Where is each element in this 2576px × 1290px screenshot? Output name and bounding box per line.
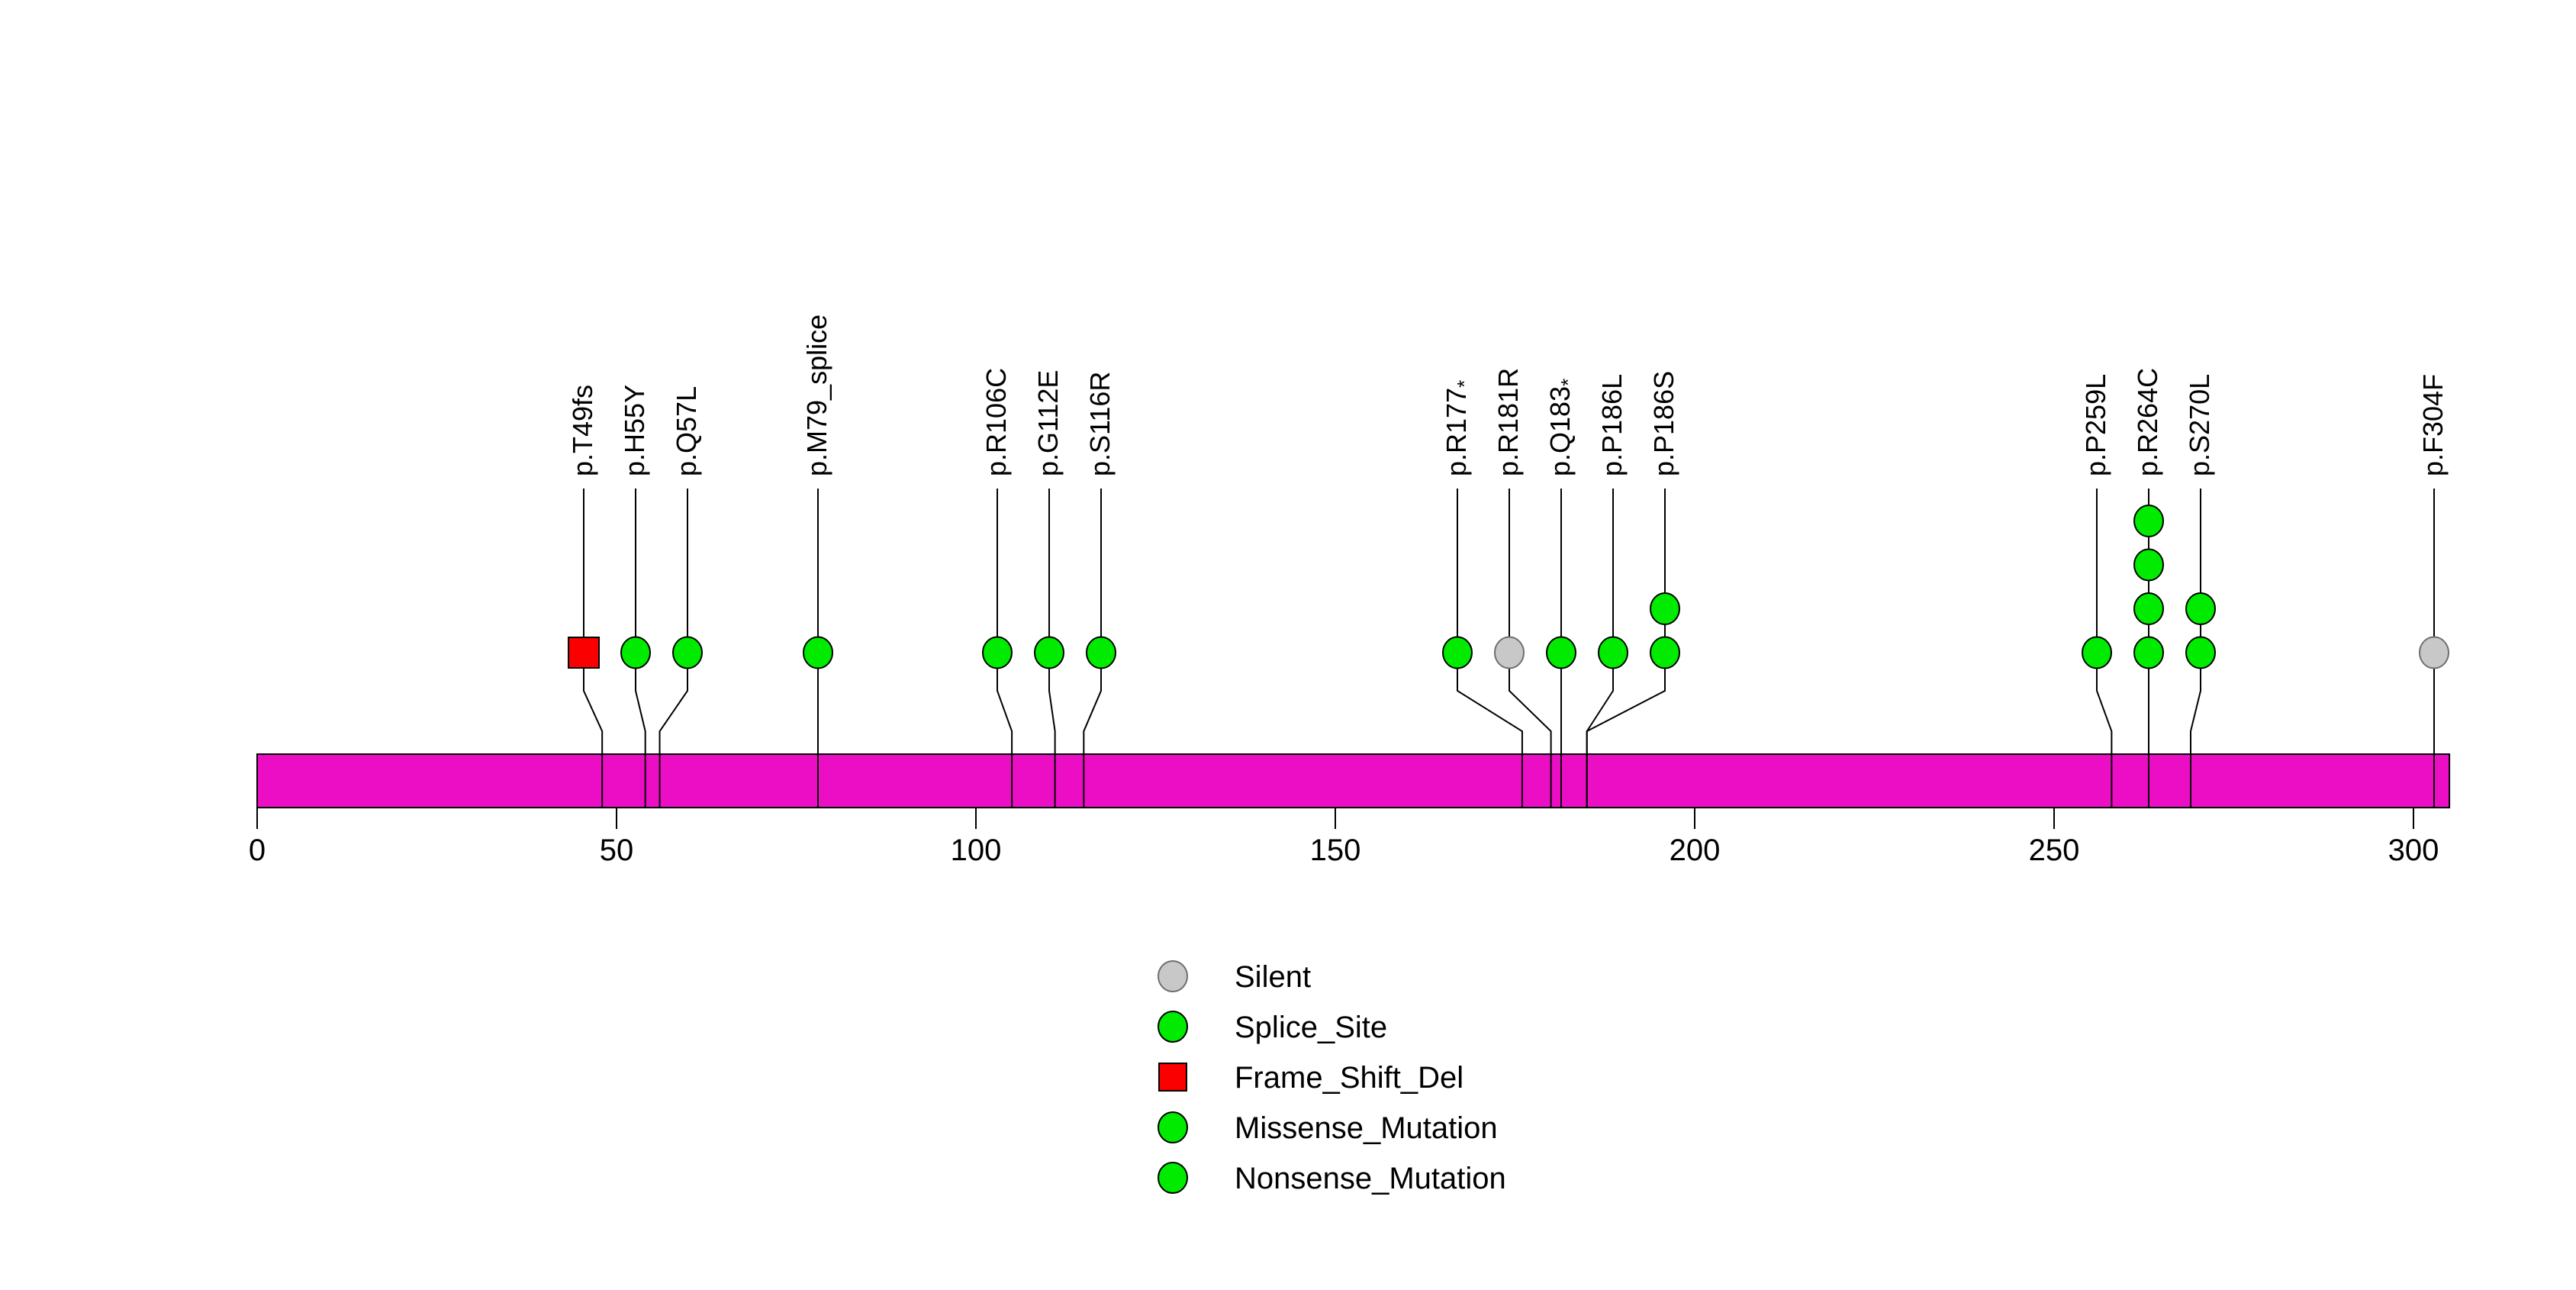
- mutation-marker: [1442, 636, 1473, 669]
- mutation-label: p.P186L: [1596, 374, 1628, 476]
- mutation-connector: [635, 668, 646, 808]
- legend-symbol: [1158, 1011, 1188, 1043]
- mutation-marker: [2133, 548, 2164, 582]
- mutation-marker: [620, 636, 651, 669]
- mutation-label-suffix: *: [1557, 379, 1579, 386]
- mutation-label: p.G112E: [1032, 370, 1064, 476]
- axis-tick-label: 0: [249, 834, 266, 867]
- mutation-label: p.P186S: [1648, 371, 1679, 476]
- mutation-connector: [658, 668, 688, 808]
- mutation-marker: [2133, 505, 2164, 537]
- mutation-marker: [1546, 636, 1576, 669]
- mutation-marker: [1598, 636, 1628, 669]
- mutation-marker: [2185, 636, 2216, 669]
- mutation-label: p.Q183*: [1544, 379, 1579, 476]
- mutation-label: p.Q57L: [671, 386, 702, 476]
- mutation-label: p.R264C: [2132, 368, 2163, 476]
- mutation-marker: [1650, 592, 1680, 625]
- mutation-label: p.R181R: [1492, 368, 1524, 476]
- mutation-marker: [2082, 636, 2112, 669]
- mutation-marker: [2419, 636, 2449, 669]
- legend-label: Frame_Shift_Del: [1235, 1061, 1463, 1095]
- axis-tick-label: 150: [1310, 834, 1361, 867]
- mutation-label: p.R106C: [980, 368, 1012, 476]
- mutation-marker: [1494, 636, 1525, 669]
- axis-tick-label: 250: [2029, 834, 2080, 867]
- mutation-label: p.R177*: [1441, 380, 1476, 476]
- mutation-connector: [997, 668, 1013, 808]
- axis-tick-label: 200: [1670, 834, 1721, 867]
- mutation-marker: [672, 636, 703, 669]
- mutation-marker: [568, 637, 600, 669]
- legend-label: Nonsense_Mutation: [1235, 1162, 1506, 1195]
- mutation-connector: [2190, 668, 2201, 808]
- legend-symbol: [1158, 1063, 1187, 1092]
- legend-symbol: [1158, 960, 1188, 992]
- mutation-marker: [2185, 592, 2216, 625]
- protein-domain-bar: [256, 753, 2451, 808]
- mutation-marker: [1086, 636, 1116, 669]
- mutation-label-suffix: *: [1453, 380, 1476, 388]
- mutation-label: p.S116R: [1084, 372, 1116, 476]
- mutation-marker: [2133, 636, 2164, 669]
- legend-label: Splice_Site: [1235, 1011, 1387, 1044]
- mutation-marker: [803, 636, 833, 669]
- mutation-label: p.H55Y: [619, 385, 650, 476]
- mutation-connector: [1083, 668, 1102, 808]
- mutation-connector: [583, 668, 604, 808]
- mutation-label: p.P259L: [2080, 374, 2111, 476]
- axis-tick-label: 300: [2388, 834, 2439, 867]
- axis-tick-label: 50: [600, 834, 634, 867]
- mutation-marker: [2133, 592, 2164, 625]
- mutation-connector: [1586, 668, 1666, 808]
- mutation-label: p.M79_splice: [801, 314, 832, 476]
- legend-label: Silent: [1235, 960, 1311, 994]
- legend-label: Missense_Mutation: [1235, 1111, 1498, 1145]
- legend-symbol: [1158, 1162, 1188, 1194]
- mutation-connector: [1048, 668, 1056, 808]
- mutation-label: p.T49fs: [567, 385, 598, 476]
- mutation-marker: [1650, 636, 1680, 669]
- mutation-connector: [1457, 668, 1523, 808]
- axis-tick-label: 100: [951, 834, 1002, 867]
- mutation-connector: [1509, 668, 1552, 808]
- legend-symbol: [1158, 1111, 1188, 1143]
- mutation-marker: [982, 636, 1013, 669]
- mutation-label: p.F304F: [2417, 374, 2449, 476]
- mutation-label: p.S270L: [2184, 374, 2215, 476]
- mutation-marker: [1034, 636, 1064, 669]
- mutation-connector: [2096, 668, 2113, 808]
